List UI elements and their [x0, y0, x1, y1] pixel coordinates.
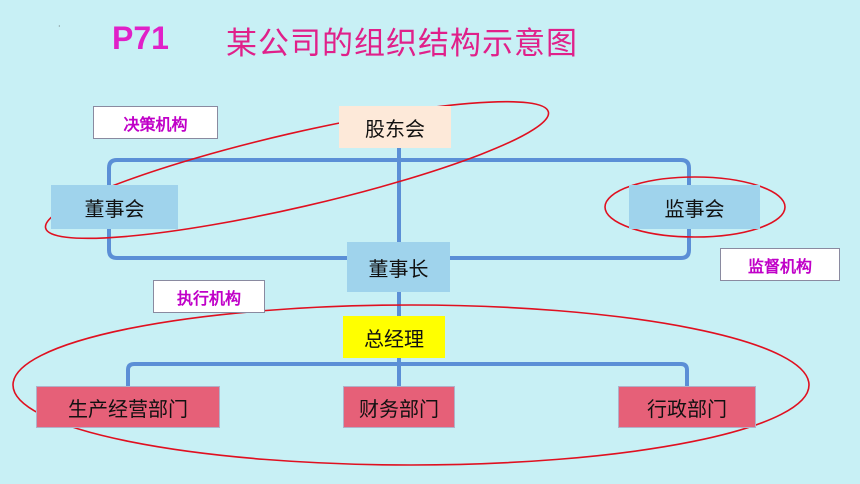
tag-decision: 决策机构	[93, 106, 218, 139]
page-code: P71	[112, 20, 169, 56]
tag-execution: 执行机构	[153, 280, 265, 313]
supervision-ellipse	[604, 176, 786, 238]
node-board: 董事会	[51, 185, 178, 229]
node-administration: 行政部门	[618, 386, 756, 428]
node-production: 生产经营部门	[36, 386, 220, 428]
node-shareholders: 股东会	[339, 106, 451, 148]
decision-ellipse	[44, 100, 550, 240]
execution-ellipse	[12, 304, 810, 466]
decorative-dot: ·	[58, 22, 61, 31]
node-finance: 财务部门	[343, 386, 455, 428]
node-supervisory: 监事会	[629, 185, 760, 229]
node-chairman: 董事长	[347, 242, 450, 292]
tag-supervision: 监督机构	[720, 248, 840, 281]
department-bracket	[126, 362, 689, 388]
node-general-manager: 总经理	[343, 316, 445, 358]
page-title: 某公司的组织结构示意图	[226, 26, 578, 62]
